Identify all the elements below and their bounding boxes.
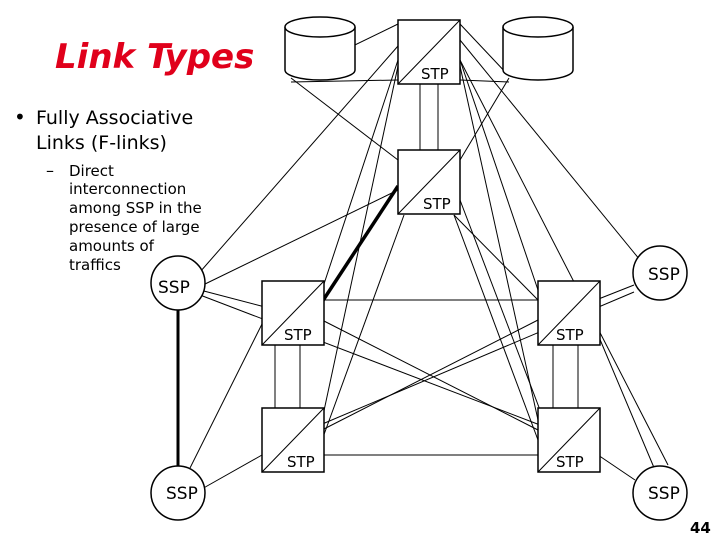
ssp-node-upper-right: SSP xyxy=(632,245,688,301)
diagram-links xyxy=(189,23,669,491)
link-stp-mid-stp-lr xyxy=(453,214,539,441)
stp-label: STP xyxy=(421,65,449,83)
f-link-stp-mid-stp-ul xyxy=(320,185,400,303)
stp-node-upper-left: STP xyxy=(261,280,325,346)
stp-label: STP xyxy=(284,326,312,344)
sub-bullet-line-4: presence of large xyxy=(69,218,200,236)
link-ssp-ul-stp-lr xyxy=(199,294,541,426)
stp-node-upper-right: STP xyxy=(537,280,601,346)
link-ssp-ll-stp-ul xyxy=(189,317,266,469)
sub-bullet-line-1: Direct xyxy=(69,162,114,180)
page-number: 44 xyxy=(690,519,711,537)
stp-node-lower-right: STP xyxy=(537,407,601,473)
link-ssp-lr-stp-ur xyxy=(595,329,656,471)
link-ssp-lr-stp-lr xyxy=(597,454,636,481)
ssp-label: SSP xyxy=(158,278,190,298)
stp-node-lower-left: STP xyxy=(261,407,325,473)
stp-label: STP xyxy=(556,326,584,344)
stp-node-mid: STP xyxy=(397,149,461,215)
sub-bullet-line-3: among SSP in the xyxy=(69,199,202,217)
ssp-label: SSP xyxy=(166,484,198,504)
database-icon xyxy=(502,16,574,81)
link-db-right-stp-mid xyxy=(459,77,510,161)
database-icon xyxy=(284,16,356,81)
stp-label: STP xyxy=(556,453,584,471)
ssp-label: SSP xyxy=(648,265,680,285)
link-stp-mid-stp-lr-2 xyxy=(459,199,541,411)
sub-bullet-line-6: traffics xyxy=(69,256,121,274)
stp-label: STP xyxy=(287,453,315,471)
link-ssp-ul-stp-ul xyxy=(199,289,266,308)
link-ssp-ul-stp-mid xyxy=(202,189,399,286)
link-db-left-stp-mid xyxy=(290,77,399,161)
f-links xyxy=(176,185,400,470)
bullet-line-1: Fully Associative xyxy=(36,107,193,129)
stp-node-top: STP xyxy=(397,19,461,85)
link-db-left-stp-top-2 xyxy=(290,79,399,83)
sub-bullet-line-2: interconnection xyxy=(69,180,186,198)
link-ssp-ul-stp-top xyxy=(199,45,399,273)
link-ssp-ll-stp-ll xyxy=(199,454,263,491)
stp-label: STP xyxy=(423,195,451,213)
ssp-node-lower-left: SSP xyxy=(150,465,206,521)
ssp-label: SSP xyxy=(648,484,680,504)
link-stp-mid-stp-ll xyxy=(321,214,405,441)
ssp-node-upper-left: SSP xyxy=(150,255,206,311)
link-stp-mid-stp-ur xyxy=(453,214,539,301)
link-db-right-stp-top-2 xyxy=(459,79,510,83)
link-ssp-ur-stp-ur xyxy=(595,284,635,301)
sub-bullet-symbol: – xyxy=(46,161,54,180)
bullet-line-2: Links (F-links) xyxy=(36,132,167,154)
ssp-node-lower-right: SSP xyxy=(632,465,688,521)
sub-bullet-line-5: amounts of xyxy=(69,237,155,255)
link-stp-top-stp-ul xyxy=(321,59,399,291)
link-stp-top-stp-ur xyxy=(459,59,539,291)
link-ssp-lr-stp-top xyxy=(459,59,669,466)
link-stp-ur-stp-ll xyxy=(321,319,539,431)
bullet-symbol: • xyxy=(14,105,26,129)
link-ssp-ur-stp-top xyxy=(459,39,641,261)
link-db-right-stp-top xyxy=(459,23,510,77)
slide-title: Link Types xyxy=(55,37,254,77)
link-stp-top-stp-lr xyxy=(459,65,539,421)
